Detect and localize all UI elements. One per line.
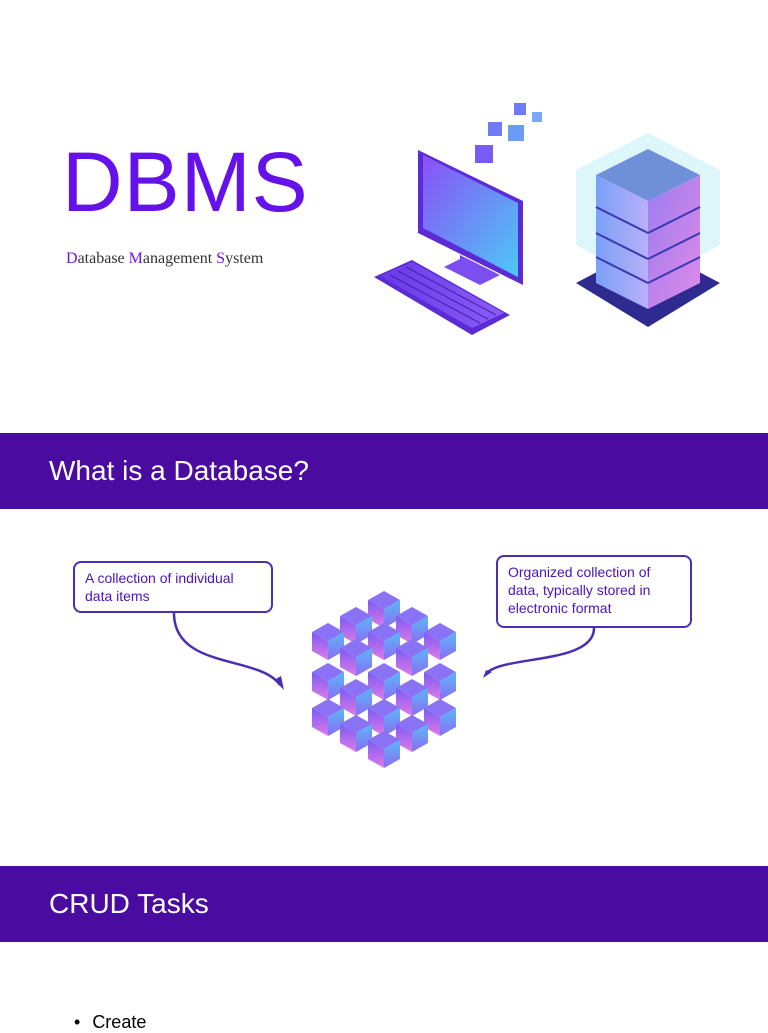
section-banner-crud: CRUD Tasks <box>0 866 768 942</box>
callout-organized-text: Organized collection of data, typically … <box>508 564 651 616</box>
callout-organized: Organized collection of data, typically … <box>496 555 692 628</box>
subtitle-word-3: ystem <box>225 250 264 267</box>
arrow-left <box>172 612 282 686</box>
cube-cluster-illustration <box>312 591 456 768</box>
subtitle-initial-s: S <box>216 250 226 267</box>
subtitle-initial-m: M <box>128 250 143 267</box>
server-illustration <box>576 133 720 327</box>
computer-illustration <box>374 103 542 335</box>
callout-collection: A collection of individual data items <box>73 561 273 613</box>
arrow-right <box>484 627 596 675</box>
arrowhead-right <box>483 670 492 678</box>
list-item: Create <box>74 1012 146 1033</box>
callout-arrows <box>172 612 596 690</box>
callout-collection-text: A collection of individual data items <box>85 570 234 604</box>
crud-list: Create <box>74 1012 146 1033</box>
section-heading-database: What is a Database? <box>49 455 309 486</box>
section-banner-database: What is a Database? <box>0 433 768 509</box>
section-heading-crud: CRUD Tasks <box>49 888 209 919</box>
subtitle-initial-d: D <box>66 250 78 267</box>
page-subtitle: Database Management System <box>66 250 263 268</box>
arrowhead-left <box>274 676 284 690</box>
page-title: DBMS <box>62 135 309 229</box>
subtitle-word-2: anagement <box>142 250 217 267</box>
subtitle-word-1: atabase <box>77 250 129 267</box>
